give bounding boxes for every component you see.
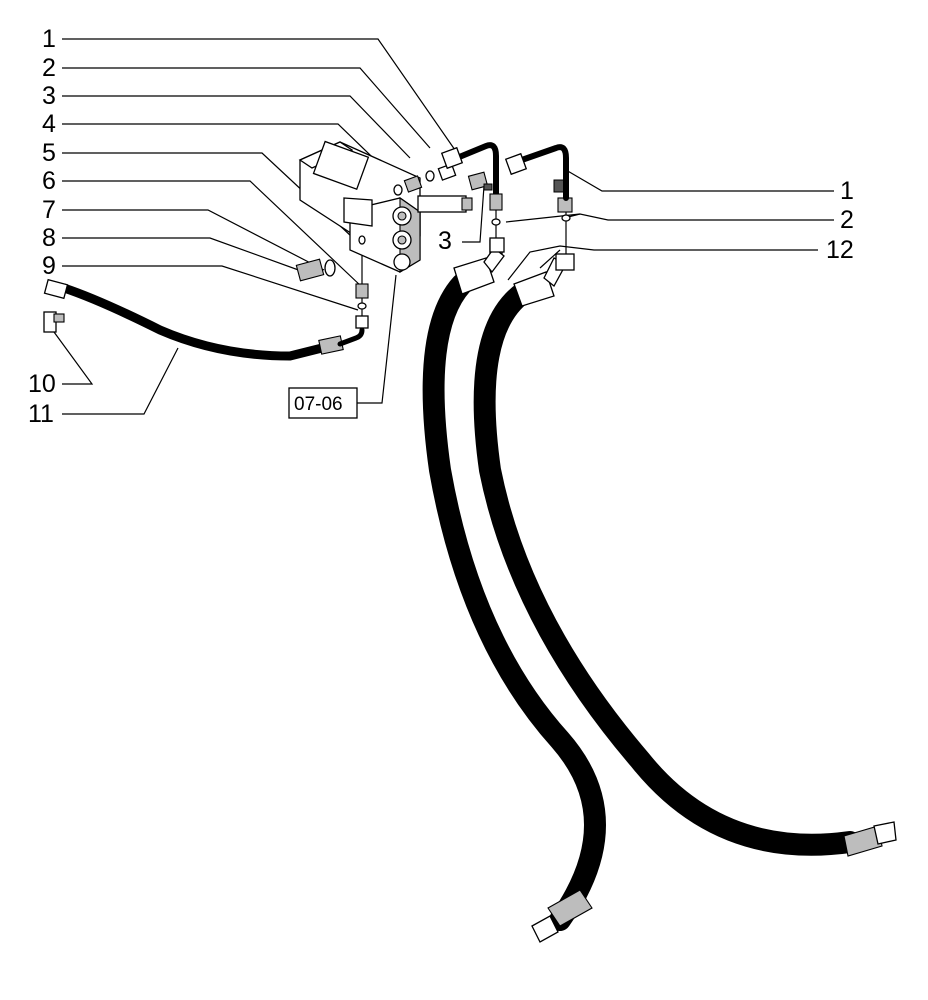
callout-8-left: 8	[42, 224, 56, 252]
leader-7-left	[62, 209, 325, 271]
callout-5-left: 5	[42, 139, 56, 167]
callout-10-left: 10	[28, 370, 56, 398]
seal-2-mid	[491, 218, 501, 226]
reference-box-label: 07-06	[294, 394, 343, 415]
adapter-3	[403, 175, 423, 193]
leader-11-left	[62, 347, 179, 415]
seal-4	[393, 184, 403, 196]
hose-12-front	[422, 237, 606, 943]
callout-4-left: 4	[42, 110, 56, 138]
callout-3-mid: 3	[438, 227, 452, 255]
seal-7	[324, 259, 336, 277]
leader-8-left	[62, 237, 305, 273]
seal-2	[425, 170, 435, 182]
reference-box: 07-06	[288, 387, 358, 419]
callout-1-right: 1	[840, 177, 854, 205]
leader-1-right	[565, 169, 834, 192]
leader-1-left	[62, 38, 456, 151]
seal-9	[357, 302, 367, 310]
rigid-pipes	[440, 142, 569, 211]
callout-7-left: 7	[42, 196, 56, 224]
hose-11	[43, 278, 365, 361]
callout-6-left: 6	[42, 167, 56, 195]
adapter-8	[295, 258, 325, 282]
valve-block	[298, 140, 473, 273]
nut-9	[355, 315, 369, 329]
leader-2-right	[563, 213, 834, 221]
callout-1-left: 1	[42, 25, 56, 53]
adapter-6	[355, 283, 369, 299]
leader-12-right-b	[539, 249, 561, 269]
hose-12-rear	[473, 253, 897, 857]
callout-9-left: 9	[42, 252, 56, 280]
leader-3-left	[62, 95, 411, 159]
seal-2-right	[561, 214, 571, 222]
leader-12-right	[507, 245, 818, 281]
leader-ref-box	[357, 274, 397, 404]
leader-2-left	[62, 67, 431, 149]
callout-3-left: 3	[42, 82, 56, 110]
callout-12-right: 12	[826, 236, 854, 264]
seal-5	[358, 235, 366, 245]
leader-6-left	[62, 180, 363, 288]
leader-10-left	[53, 331, 94, 385]
callout-2-left: 2	[42, 54, 56, 82]
nut-1	[437, 163, 457, 181]
callout-2-right: 2	[840, 206, 854, 234]
adapter-3-mid	[467, 171, 489, 191]
leader-3-mid	[462, 185, 485, 243]
leader-9-left	[62, 265, 359, 311]
callout-11-left: 11	[28, 400, 54, 428]
